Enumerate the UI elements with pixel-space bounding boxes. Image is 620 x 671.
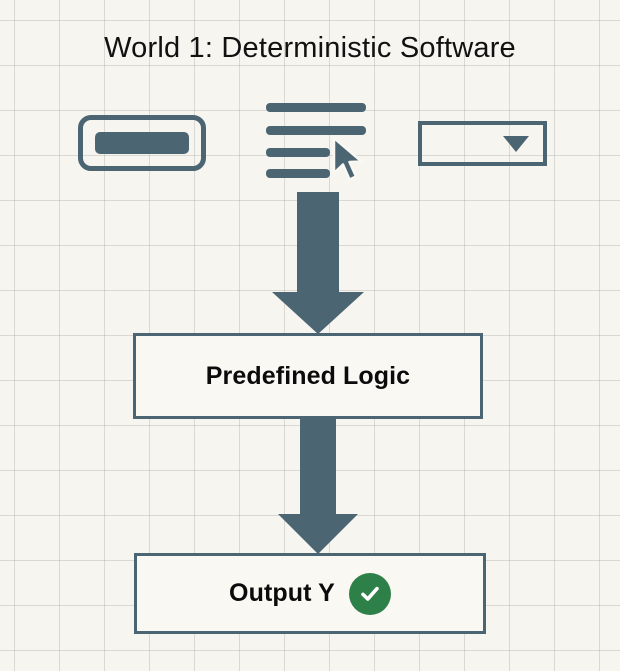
arrow-head <box>272 292 364 334</box>
list-line-1 <box>266 103 366 112</box>
toggle-button-icon[interactable] <box>78 115 206 171</box>
check-circle-icon <box>348 572 391 615</box>
list-lines-icon[interactable] <box>266 103 384 181</box>
output-node-output-y[interactable]: Output Y <box>134 553 486 634</box>
arrow-shaft <box>300 418 336 516</box>
process-node-predefined-logic[interactable]: Predefined Logic <box>133 333 483 419</box>
down-arrow-icon-mid <box>278 418 358 554</box>
down-arrow-icon-top <box>272 192 364 334</box>
process-node-label: Predefined Logic <box>205 361 411 390</box>
output-node-label: Output Y <box>229 579 335 607</box>
list-line-2 <box>266 126 366 135</box>
toggle-fill <box>95 132 189 154</box>
list-line-4 <box>266 169 330 178</box>
cursor-pointer-icon <box>332 137 363 181</box>
page-title: World 1: Deterministic Software <box>104 32 516 64</box>
arrow-head <box>278 514 358 554</box>
list-line-3 <box>266 148 330 157</box>
dropdown-select-icon[interactable] <box>418 121 547 166</box>
arrow-shaft <box>297 192 339 294</box>
chevron-down-icon <box>503 135 529 152</box>
